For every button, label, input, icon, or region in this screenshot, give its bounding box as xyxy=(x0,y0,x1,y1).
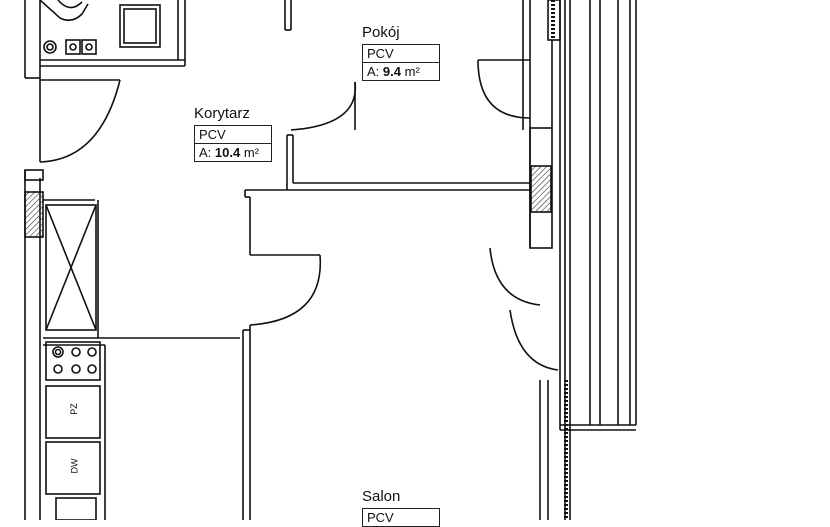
area-prefix: A: xyxy=(367,64,380,79)
wall-hatch xyxy=(24,191,44,238)
room-name: Korytarz xyxy=(194,105,250,122)
area-value: 9.4 xyxy=(382,64,401,79)
room-info-box: PCV A: 10.4 m² xyxy=(194,125,272,162)
area-unit: m² xyxy=(243,145,260,160)
door-swing-icon xyxy=(249,254,322,332)
area-value: 10.4 xyxy=(214,145,241,160)
room-name: Salon xyxy=(362,488,401,505)
fridge-label: PZ xyxy=(68,403,79,415)
stove-icon xyxy=(45,341,101,381)
room-label-korytarz: Korytarz PCV A: 10.4 m² xyxy=(194,105,272,162)
floor-type: PCV xyxy=(367,510,394,525)
room-label-salon: Salon PCV xyxy=(362,488,440,527)
floor-type: PCV xyxy=(199,127,226,142)
wall-hatch xyxy=(530,165,552,213)
sink-icon xyxy=(55,497,97,520)
wardrobe-icon xyxy=(45,204,97,331)
shower-icon xyxy=(119,4,161,48)
door-swing-icon xyxy=(39,78,121,163)
area-row: A: 9.4 m² xyxy=(363,62,439,80)
floor-type: PCV xyxy=(367,46,394,61)
room-info-box: PCV xyxy=(362,508,440,527)
sink-icon xyxy=(43,40,57,54)
door-swing-icon xyxy=(477,59,531,119)
area-row: A: 10.4 m² xyxy=(195,143,271,161)
room-info-box: PCV A: 9.4 m² xyxy=(362,44,440,81)
area-unit: m² xyxy=(404,64,420,79)
area-prefix: A: xyxy=(199,145,212,160)
room-label-pokoj: Pokój PCV A: 9.4 m² xyxy=(362,24,440,81)
door-swing-icon xyxy=(290,81,357,131)
room-name: Pokój xyxy=(362,24,400,41)
toilet-icon xyxy=(39,0,89,22)
dishwasher-label: DW xyxy=(69,458,80,474)
washer-icon xyxy=(65,39,81,55)
door-swing-icon xyxy=(489,247,559,371)
